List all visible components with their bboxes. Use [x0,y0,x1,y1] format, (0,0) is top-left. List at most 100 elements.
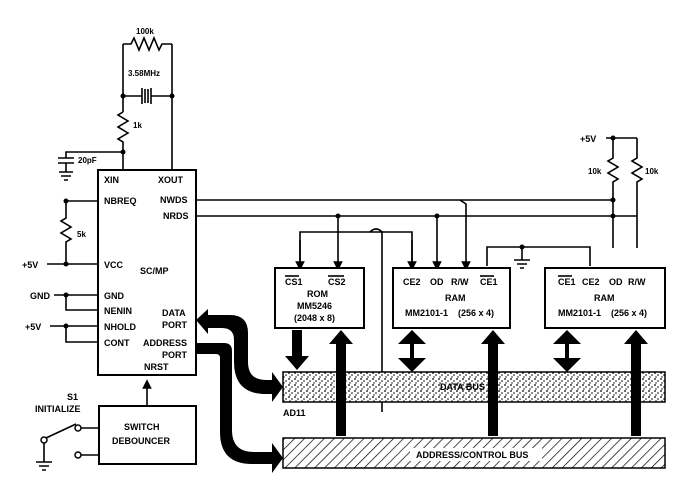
ram2-chip: CE1 CE2 OD R/W RAM MM2101-1 (256 x 4) [544,267,666,329]
buses: DATA BUS ADDRESS/CONTROL BUS AD11 [282,371,666,469]
resistor-1k [116,111,130,170]
resistor-10k-right [630,138,644,216]
pin-vcc: VCC [104,260,124,270]
oscillator-network: 100k 3.58MHz 1k 20pF [58,27,175,181]
switch-contact [74,424,82,432]
ram2-type: RAM [594,293,615,303]
rom-data-out-arrow [285,330,309,370]
pin-nhold: NHOLD [104,322,136,332]
rom-address-in-arrow [329,330,353,436]
resistor-5k [59,200,98,263]
ram1-ce2: CE2 [403,277,421,287]
crystal [123,88,172,104]
ram-select-line [486,246,591,266]
nrds-line [196,215,638,248]
plus5v-label: +5V [25,322,41,332]
ground-symbol [514,247,530,269]
ram1-org: (256 x 4) [458,308,494,318]
osc-wires [122,44,173,170]
ram1-data-bidir-arrow [398,330,426,372]
nwds-line [196,199,614,248]
ram2-ce2: CE2 [582,277,600,287]
plus5v-wire [50,325,98,343]
vcc-supply-label: +5V [22,260,38,270]
data-port-arrow [196,309,283,402]
junction-dot [63,323,69,329]
rom-cs1: CS1 [285,277,303,287]
rom-org: (2048 x 8) [294,313,335,323]
ram1-rw-line [459,199,471,271]
switch-debouncer-box [98,405,197,465]
junction-dot [120,93,126,99]
ram2-org: (256 x 4) [611,308,647,318]
pin-gnd: GND [104,291,125,301]
reset-circuit: SWITCH DEBOUNCER S1 INITIALIZE [35,379,197,471]
cpu-chip [97,169,197,376]
ram1-rw: R/W [451,277,469,287]
address-port-arrow [196,343,283,473]
ram1-chip: CE2 OD R/W CE1 RAM MM2101-1 (256 x 4) [392,267,511,329]
pin-nrst: NRST [144,362,169,372]
cpu-bus-arrows [196,309,283,473]
data-bus [282,371,666,403]
ram1-od: OD [430,277,444,287]
junction-dot [610,213,616,219]
ram2-od: OD [609,277,623,287]
resistor-100k-label: 100k [136,27,154,36]
debouncer-label-2: DEBOUNCER [112,436,171,446]
gnd-label: GND [30,291,51,301]
rom-chip: CS1 CS2 ROM MM5246 (2048 x 8) [274,267,365,329]
cpu-left-connections: 5k +5V GND +5V [22,198,98,343]
ram1-part: MM2101-1 [405,308,448,318]
resistor-100k [123,35,172,53]
pin-nenin: NENIN [104,306,132,316]
pin-xout: XOUT [158,175,184,185]
rom-box [274,267,365,329]
rom-cs2: CS2 [328,277,346,287]
initialize-label: INITIALIZE [35,404,81,414]
gnd-wire [54,294,98,311]
debouncer-label-1: SWITCH [124,422,160,432]
cs-select-line [299,231,413,266]
crossover [369,228,383,233]
bus-label-bg [410,448,542,461]
rom-part: MM5246 [297,301,332,311]
ram1-type: RAM [445,293,466,303]
pin-nbreq: NBREQ [104,196,137,206]
ram2-data-bidir-arrow [553,330,581,372]
pin-address-port: PORT [162,350,188,360]
pin-address: ADDRESS [143,338,187,348]
pin-data-port: PORT [162,320,188,330]
ram2-ce1: CE1 [558,277,576,287]
switch-s1-label: S1 [67,392,78,402]
ram1-ce1: CE1 [480,277,498,287]
resistor-1k-label: 1k [133,121,142,130]
pin-cont: CONT [104,338,130,348]
pin-data: DATA [162,308,186,318]
pin-nwds: NWDS [160,195,188,205]
chip-bus-arrows [285,330,648,436]
capacitor-label: 20pF [78,156,97,165]
ram1-box [392,267,511,329]
right-pullups: +5V 10k 10k [580,134,659,216]
ram2-box [544,267,666,329]
resistor-10k-right-label: 10k [645,167,659,176]
switch-contact [74,451,82,459]
right-vplus-label: +5V [580,134,596,144]
address-bus-label: ADDRESS/CONTROL BUS [416,450,528,460]
resistor-10k-left-label: 10k [588,167,602,176]
resistor-10k-left [606,138,620,200]
data-bus-label: DATA BUS [440,382,485,392]
junction-dot [63,292,69,298]
junction-dot [169,93,175,99]
ram2-rw: R/W [628,277,646,287]
resistor-5k-label: 5k [77,230,86,239]
ad11-label: AD11 [283,408,306,418]
ram2-part: MM2101-1 [558,308,601,318]
ram1-address-in-arrow [481,330,505,436]
switch-ground [36,443,52,471]
ram2-address-in-arrow [624,330,648,436]
switch-lever [45,423,99,456]
cpu-name: SC/MP [140,266,169,276]
